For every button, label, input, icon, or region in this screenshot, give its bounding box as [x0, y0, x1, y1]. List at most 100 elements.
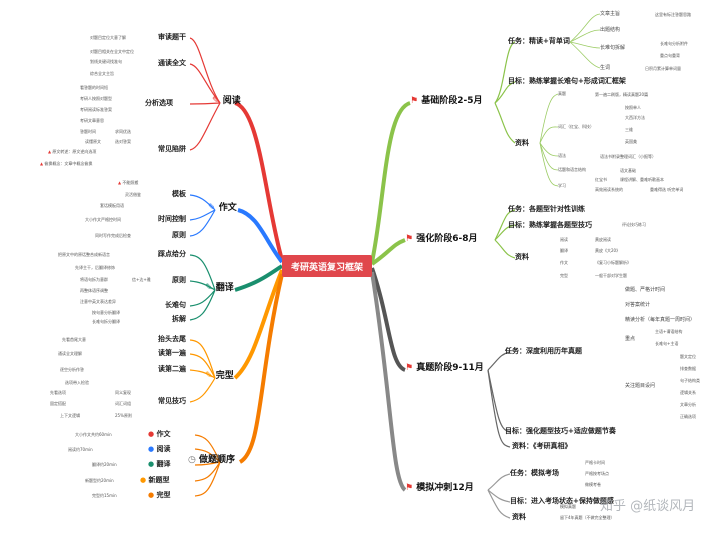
order-step[interactable]: ● 阅读: [148, 445, 171, 453]
link-stage3: [370, 267, 407, 372]
cloze-note: 选项带入检验: [65, 380, 89, 385]
stage3-goal[interactable]: 目标：强化题型技巧+适应做题节奏: [505, 427, 616, 435]
center-topic[interactable]: 考研英语复习框架: [282, 255, 372, 277]
translation-step[interactable]: 拆解: [172, 315, 186, 323]
translation-step[interactable]: 长难句: [165, 301, 186, 309]
stage3-note: 主语+谓语结构: [655, 329, 683, 334]
order-step[interactable]: ● 完型: [148, 491, 171, 499]
cloze-step[interactable]: 常见技巧: [158, 397, 186, 405]
cloze-step[interactable]: 读第二遍: [158, 365, 186, 373]
cloze-step[interactable]: 抬头去尾: [158, 335, 186, 343]
stage1-resources[interactable]: 资料: [515, 139, 529, 147]
stage3-item: 对答案统计: [625, 302, 651, 308]
stage3-task[interactable]: 任务：深度利用历年真题: [505, 347, 582, 355]
stage1-note: 红宝书: [595, 177, 607, 182]
reading-note: 划线关键词找准句: [90, 59, 122, 64]
writing-note: 大小作文严格控时间: [85, 217, 121, 222]
branch-stage3[interactable]: ⚑ 真题阶段9-11月: [405, 363, 484, 373]
stage4-item: 严格卡时间: [585, 460, 605, 465]
branch-stage4[interactable]: ⚑ 模拟冲刺12月: [405, 483, 474, 493]
stage2-resources[interactable]: 资料: [515, 253, 529, 261]
translation-note: 长难句拆分翻译: [92, 319, 120, 324]
stage2-task[interactable]: 任务：各题型针对性训练: [508, 205, 585, 213]
reading-note: 求同优选: [115, 129, 131, 134]
cloze-note: 固定搭配: [50, 401, 66, 406]
link-cloze: [233, 269, 284, 380]
branch-stage2[interactable]: ⚑ 强化阶段6-8月: [405, 234, 478, 244]
stage4-item: 模拟真题: [560, 504, 576, 509]
order-note: 翻译约20min: [92, 462, 117, 467]
link-stage1: [370, 101, 411, 263]
reading-step[interactable]: 通读全文: [158, 59, 186, 67]
stage1-resource: 学习: [558, 183, 566, 188]
branch-cloze[interactable]: ✎ 完型: [205, 371, 234, 381]
link-reading: [234, 101, 284, 261]
branch-writing[interactable]: ✎ 作文: [208, 203, 237, 213]
flag-icon: ⚑: [405, 483, 414, 493]
reading-step[interactable]: 常见陷阱: [158, 145, 186, 153]
stage2-note: 一般干部对学生题: [595, 273, 627, 278]
stage2-resource: 翻译: [560, 248, 568, 253]
flag-icon: ⚑: [405, 234, 414, 244]
translation-step[interactable]: 原则: [172, 276, 186, 284]
number-badge: ●: [148, 445, 155, 453]
writing-note: 套话模板用语: [100, 203, 124, 208]
stage1-goal[interactable]: 目标：熟练掌握长难句+形成词汇框架: [508, 77, 626, 85]
stage2-resource: 阅读: [560, 237, 568, 242]
stage4-goal[interactable]: 目标：进入考场状态+保持做题感: [510, 497, 614, 505]
stage2-goal[interactable]: 目标：熟练掌握各题型技巧: [508, 221, 592, 229]
stage1-note: 长难句分析附件: [660, 41, 688, 46]
warning-icon: ▲: [40, 161, 44, 166]
cloze-note: 逐空分析作答: [60, 367, 84, 372]
stage1-note: 课程讲解、重难听歌画本: [620, 177, 664, 182]
translation-note: 再整体语序调整: [80, 288, 108, 293]
reading-note: 答题时间: [80, 129, 96, 134]
stage2-resource: 作文: [560, 260, 568, 265]
branch-stage1[interactable]: ⚑ 基础阶段2-5月: [410, 96, 483, 106]
number-badge: ●: [148, 491, 155, 499]
cloze-note: 同义复现: [115, 390, 131, 395]
stage1-note: 三维: [625, 127, 633, 132]
number-badge: ●: [148, 460, 155, 468]
reading-step[interactable]: 分析选项: [145, 99, 173, 107]
watermark: 知乎 @纸谈风月: [600, 499, 696, 514]
order-step[interactable]: ● 新题型: [140, 476, 170, 484]
writing-step[interactable]: 时间控制: [158, 215, 186, 223]
order-step[interactable]: ● 翻译: [148, 460, 171, 468]
stage1-note: 语文基础: [620, 168, 636, 173]
stage1-resource: 语法: [558, 153, 566, 158]
stage1-item: 长难句拆解: [600, 45, 626, 51]
stage4-task[interactable]: 任务：模拟考场: [510, 469, 559, 477]
writing-step[interactable]: 模板: [172, 190, 186, 198]
reading-note: 看答题的时间短: [80, 85, 108, 90]
flag-icon: ⚑: [410, 96, 419, 106]
pen-icon: ✎: [212, 96, 220, 106]
stage1-note: 英国美: [625, 139, 637, 144]
stage1-task[interactable]: 任务：精读+背单词: [508, 37, 570, 45]
stage1-note: 大西洋方法: [625, 115, 645, 120]
reading-note: 对题目相关在全文中定位: [90, 49, 134, 54]
translation-step[interactable]: 踩点给分: [158, 250, 186, 258]
branch-reading[interactable]: ✎ 阅读: [212, 96, 241, 106]
stage2-resource: 完型: [560, 273, 568, 278]
reading-note: ▲ 原文转述：原文逆向选项: [48, 149, 97, 154]
reading-step[interactable]: 审读题干: [158, 33, 186, 41]
stage3-item: 精读分析（每年真题一周时间）: [625, 317, 696, 323]
stage4-resources[interactable]: 资料: [512, 513, 526, 521]
stage1-note: 高效阅读系统的: [595, 187, 623, 192]
stage2-note: 评论技巧练习: [622, 222, 646, 227]
branch-translation[interactable]: ✎ 翻译: [205, 283, 234, 293]
writing-step[interactable]: 原则: [172, 231, 186, 239]
cloze-note: 通读全文理解: [58, 351, 82, 356]
order-note: 阅读约70min: [68, 447, 93, 452]
branch-order[interactable]: ◷ 做题顺序: [188, 455, 236, 465]
stage3-note: 正确选项: [680, 414, 696, 419]
order-step[interactable]: ● 作文: [148, 430, 171, 438]
pen-icon: ✎: [205, 371, 213, 381]
cloze-step[interactable]: 读第一遍: [158, 349, 186, 357]
flag-icon: ⚑: [405, 363, 414, 373]
stage3-resources[interactable]: 资料：《考研真相》: [512, 442, 572, 450]
reading-note: 考研人按照对题型: [80, 96, 112, 101]
stage3-note: 排查数据: [680, 366, 696, 371]
stage1-resource: 词汇（红宝、科技）: [558, 124, 594, 129]
